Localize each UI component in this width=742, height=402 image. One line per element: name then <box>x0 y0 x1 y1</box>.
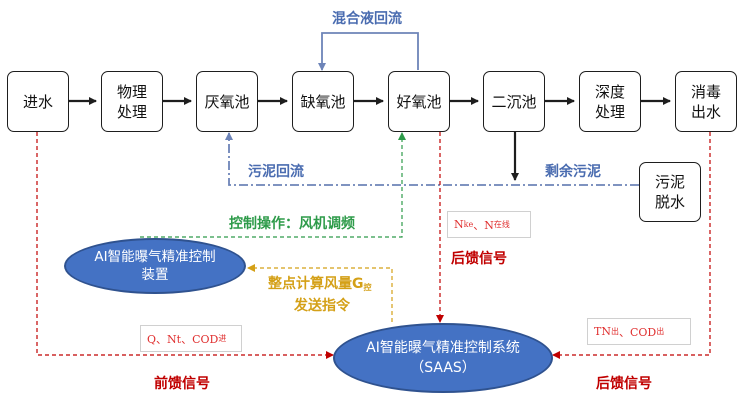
system-ellipse: AI智能曝气精准控制系统 （SAAS） <box>333 323 553 393</box>
box-inlet: 进水 <box>7 71 69 132</box>
feedback-right-label: 后馈信号 <box>596 376 652 392</box>
sludge-return-line <box>225 132 639 186</box>
control-line <box>140 132 406 238</box>
box-dewater: 污泥 脱水 <box>639 162 701 222</box>
box-anoxic: 缺氧池 <box>292 71 354 132</box>
mixed-return-label: 混合液回流 <box>332 11 402 27</box>
control-op-label: 控制操作：风机调频 <box>229 216 355 232</box>
send-command-label: 发送指令 <box>294 298 350 314</box>
command-line <box>247 264 393 322</box>
box-aerobic: 好氧池 <box>388 71 450 132</box>
box-disinfect: 消毒 出水 <box>675 71 737 132</box>
box-anaerobic: 厌氧池 <box>196 71 258 132</box>
feedback-center-label: 后馈信号 <box>451 251 507 267</box>
box-advanced: 深度 处理 <box>579 71 641 132</box>
sludge-return-label: 污泥回流 <box>248 164 304 180</box>
feedforward-label: 前馈信号 <box>154 376 210 392</box>
box-secondary: 二沉池 <box>483 71 545 132</box>
mixed-return-line <box>318 32 419 71</box>
calc-label: 整点计算风量G控 <box>268 276 372 292</box>
device-ellipse: AI智能曝气精准控制 装置 <box>64 238 246 294</box>
feedforward-line <box>36 132 334 359</box>
box-physical: 物理 处理 <box>101 71 163 132</box>
excess-sludge-label: 剩余污泥 <box>545 164 601 180</box>
